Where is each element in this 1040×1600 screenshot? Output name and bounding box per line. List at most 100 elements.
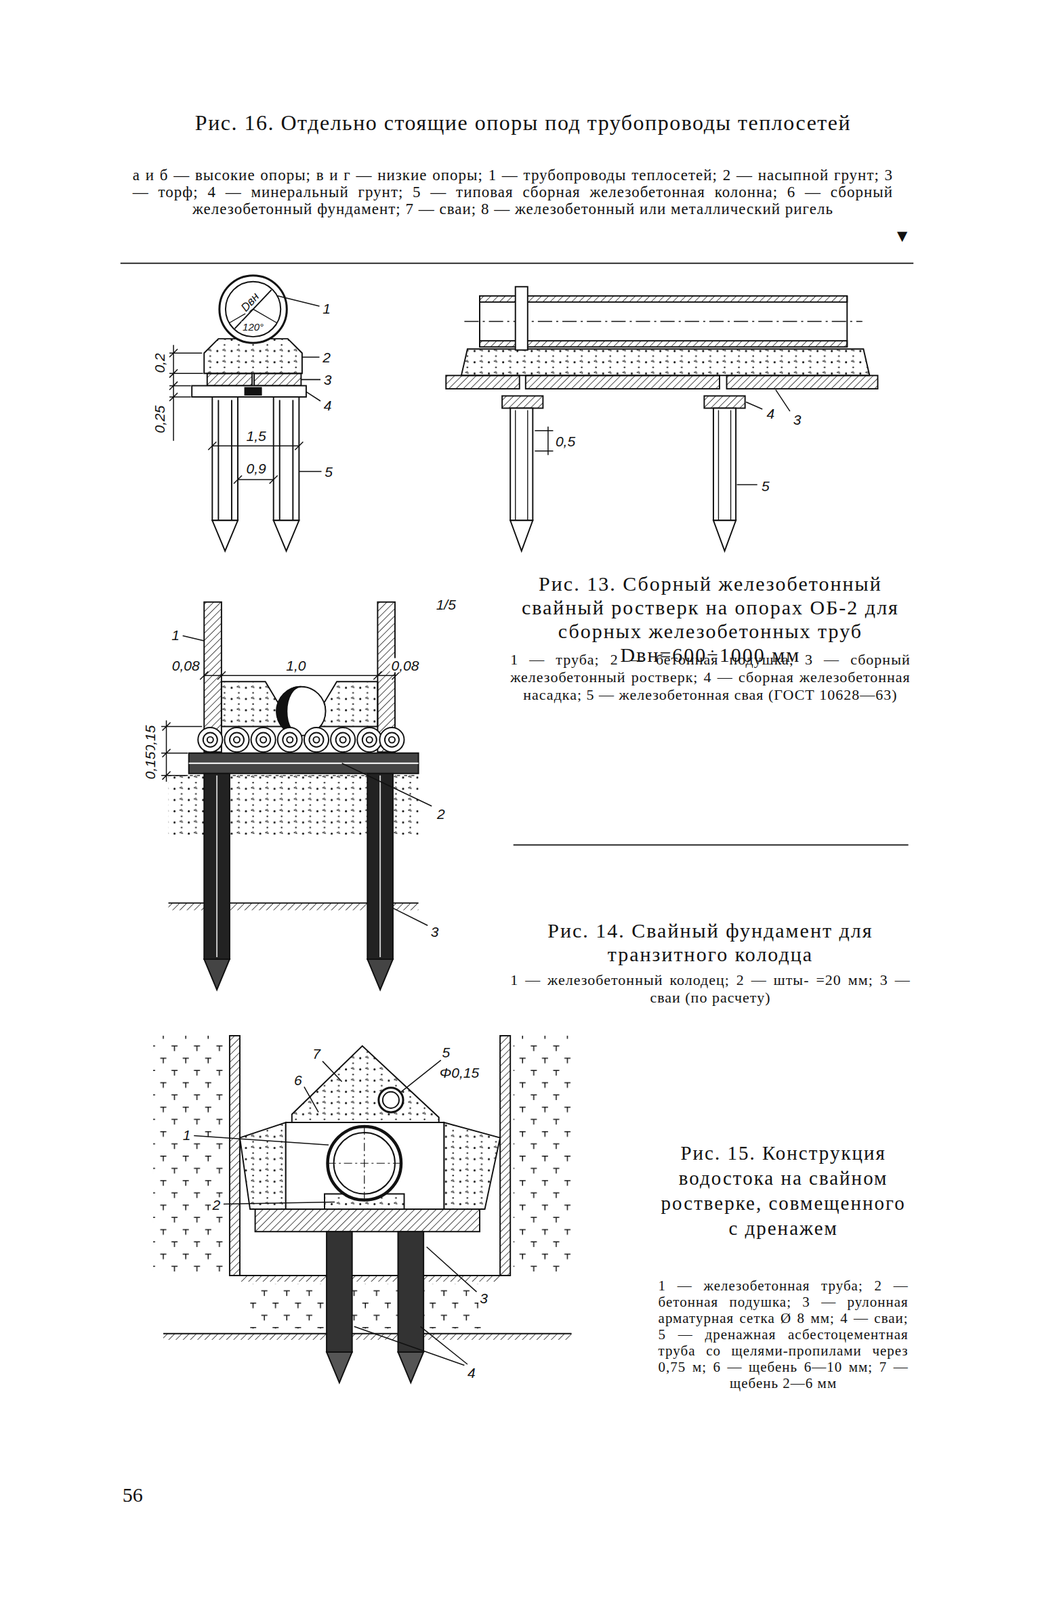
drawing-path [239, 1122, 286, 1210]
drawing-rect [153, 1035, 227, 1276]
drawing-path [169, 344, 204, 442]
drawing-circle [260, 737, 267, 744]
drawing-circle [308, 733, 324, 748]
dimension-label: 0,9 [244, 461, 267, 476]
dimension-label: 1,5 [244, 428, 267, 444]
section-marker: ▼ [892, 227, 913, 246]
drawing-rect [255, 1209, 480, 1232]
drawing-circle [224, 727, 249, 753]
drawing-rect [479, 340, 847, 347]
drawing-rect [163, 1334, 572, 1341]
drawing-path [379, 775, 381, 958]
figure-legend: а и б — высокие опоры; в и г — низкие оп… [132, 166, 893, 218]
drawing-rect [703, 395, 745, 408]
dimension-label: 1,0 [284, 658, 307, 673]
drawing-circle [277, 727, 303, 753]
drawing-path [277, 296, 322, 472]
drawing-rect [229, 1035, 240, 1276]
callout-number: 1 [170, 627, 181, 642]
drawing-rect [239, 1275, 501, 1282]
drawing-path [216, 775, 218, 958]
drawing-polygon [326, 1352, 353, 1383]
drawing-rect [254, 373, 301, 386]
drawing-rect [189, 753, 419, 774]
callout-number: 2 [211, 1197, 223, 1212]
drawing-line [120, 262, 914, 265]
drawing-rect [273, 397, 300, 521]
drawing-path [233, 475, 278, 484]
dimension-label: 0,5 [554, 433, 577, 448]
drawing-rect [191, 385, 307, 398]
drawing-polygon [203, 959, 230, 990]
drawing-circle [286, 737, 293, 744]
drawing-circle [327, 1126, 402, 1200]
drawing-rect [367, 773, 393, 960]
drawing-rect [510, 408, 533, 522]
drawing-path [737, 389, 790, 485]
callout-number: 3 [429, 924, 441, 940]
drawing-rect [525, 375, 720, 389]
callout-number: 6 [292, 1072, 304, 1087]
drawing-circle [382, 1092, 400, 1109]
drawing-circle [203, 733, 218, 748]
fig15-drawing [153, 1035, 575, 1383]
drawing-rect [726, 375, 879, 389]
callout-number: 7 [310, 1046, 322, 1061]
dimension-label: Φ0,15 [438, 1065, 481, 1080]
rules [120, 263, 914, 846]
callout-number: 4 [322, 398, 334, 413]
drawing-circle [197, 727, 223, 753]
drawing-path [199, 671, 400, 680]
drawing-circle [225, 281, 281, 337]
drawing-polygon [713, 520, 736, 551]
page-number: 56 [121, 1485, 145, 1506]
drawing-rect [207, 373, 253, 386]
drawing-circle [357, 727, 382, 753]
drawing-path [515, 410, 528, 522]
drawing-circle [207, 737, 214, 744]
drawing-circle [304, 727, 329, 753]
drawing-path [443, 1122, 501, 1210]
figure-legend: 1 — железобетонная труба; 2 — бетонная п… [658, 1277, 909, 1392]
drawing-path [182, 635, 433, 926]
drawing-rect [285, 1122, 444, 1210]
drawing-rect [212, 397, 238, 521]
callout-number: 3 [792, 412, 803, 427]
drawing-rect [713, 408, 736, 522]
drawing-rect [245, 387, 262, 395]
drawing-circle [219, 275, 287, 343]
callout-number: 3 [478, 1291, 490, 1306]
drawing-path [279, 400, 294, 522]
drawing-circle [379, 727, 404, 753]
figure-title: Рис. 15. Конструкция водостока на свайно… [658, 1140, 909, 1242]
drawing-path [292, 1046, 440, 1123]
fig13-section [169, 275, 322, 552]
dimension-label: 0,08 [170, 658, 202, 673]
drawing-circle [229, 733, 244, 748]
callout-number: 5 [440, 1045, 452, 1060]
figure-legend: 1 — труба; 2 — бетонная подушка; 3 — сбо… [510, 651, 911, 704]
drawing-circle [362, 733, 377, 748]
fig14-drawing [161, 602, 432, 990]
drawing-rect [500, 1035, 511, 1276]
callout-number: 5 [760, 479, 772, 494]
drawing-circle [384, 733, 400, 748]
drawing-circle [336, 733, 351, 748]
drawing-polygon [397, 1352, 424, 1383]
drawing-path [203, 338, 303, 374]
drawing-circle [256, 733, 271, 748]
drawing-circle [388, 737, 395, 744]
drawing-circle [378, 1088, 404, 1113]
callout-number: 1 [181, 1128, 193, 1143]
drawing-circle [313, 737, 320, 744]
callout-number: 4 [466, 1365, 477, 1381]
callout-number: 4 [764, 406, 776, 421]
drawing-line [513, 844, 909, 846]
drawing-path [163, 1333, 572, 1335]
drawing-rect [515, 286, 528, 350]
drawing-rect [326, 1231, 353, 1353]
drawing-path [161, 720, 202, 782]
drawing-circle [233, 737, 240, 744]
dimension-label: 0,15 [142, 723, 158, 755]
